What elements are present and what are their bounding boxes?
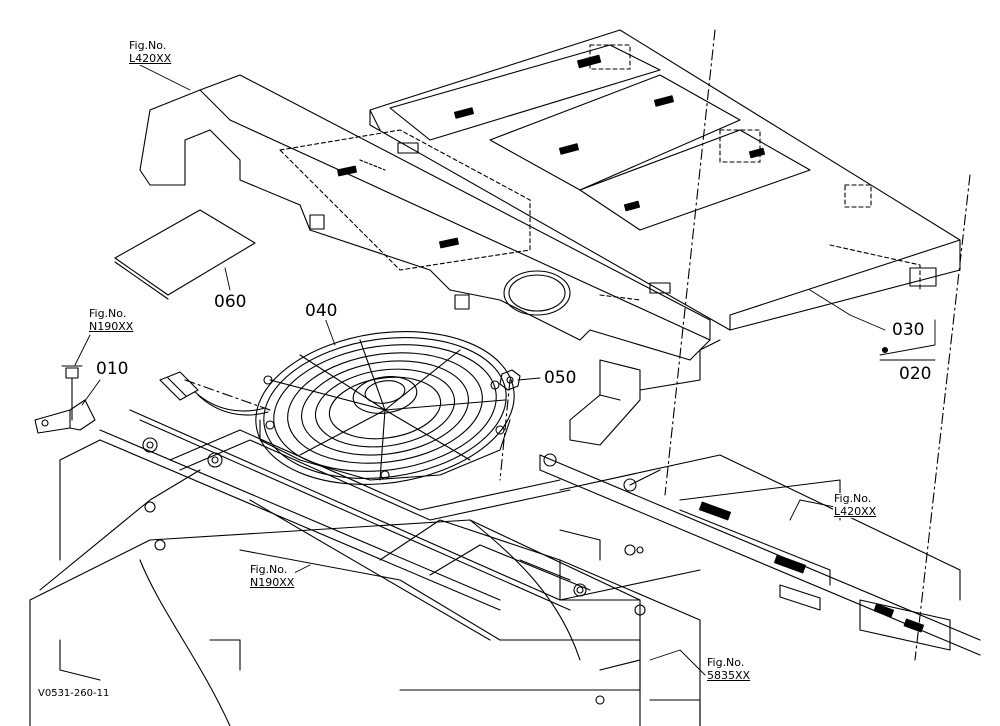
sheet xyxy=(114,209,256,300)
chassis-frame xyxy=(29,439,701,726)
rear-bracket-panel xyxy=(139,74,711,361)
fan-connector xyxy=(159,371,269,416)
callout-030: 030 xyxy=(891,320,926,340)
callout-020: 020 xyxy=(898,364,933,384)
side-bracket xyxy=(569,339,721,446)
figure-ref-code: 5835XX xyxy=(707,668,751,682)
callout-050: 050 xyxy=(543,368,578,388)
figure-ref-right: Fig.No. L420XX xyxy=(833,492,878,519)
leader-lines xyxy=(74,59,936,676)
callout-040: 040 xyxy=(304,301,339,321)
figure-ref-prefix: Fig.No. xyxy=(707,656,745,669)
right-frame-bar xyxy=(539,453,981,656)
figure-ref-code: N190XX xyxy=(250,575,295,589)
callout-010: 010 xyxy=(95,359,130,379)
figure-ref-prefix: Fig.No. xyxy=(129,39,167,52)
figure-ref-bottom-center: Fig.No. N190XX xyxy=(249,563,296,590)
fan-assembly xyxy=(255,331,515,485)
figure-ref-code: L420XX xyxy=(129,51,172,65)
figure-ref-prefix: Fig.No. xyxy=(89,307,127,320)
top-cover-panel xyxy=(369,29,961,331)
figure-ref-prefix: Fig.No. xyxy=(834,492,872,505)
tube-rods xyxy=(99,409,701,641)
drawing-code: V0531-260-11 xyxy=(38,688,110,699)
part-030-dot xyxy=(881,346,889,354)
reference-lines xyxy=(184,29,971,661)
figure-ref-code: N190XX xyxy=(89,319,134,333)
figure-ref-prefix: Fig.No. xyxy=(250,563,288,576)
figure-ref-code: L420XX xyxy=(834,504,877,518)
figure-ref-left: Fig.No. N190XX xyxy=(88,307,135,334)
figure-ref-bottom-right: Fig.No. 5835XX xyxy=(706,656,752,683)
mount-bracket xyxy=(34,365,96,434)
figure-ref-top-left: Fig.No. L420XX xyxy=(128,39,173,66)
callout-060: 060 xyxy=(213,292,248,312)
